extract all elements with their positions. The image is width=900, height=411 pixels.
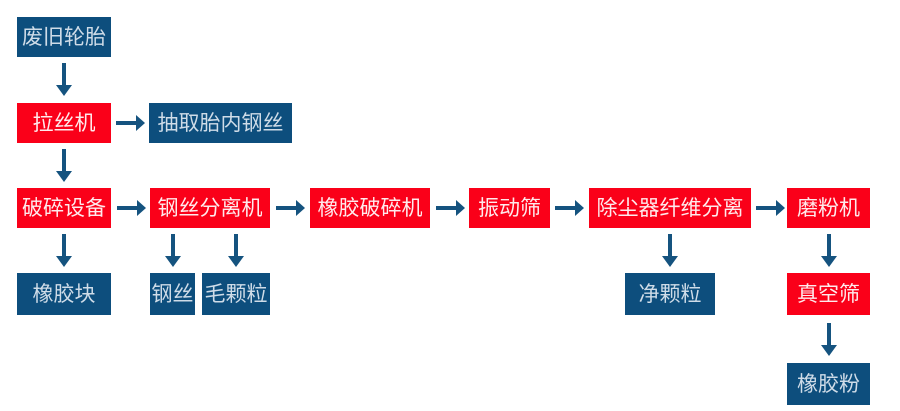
node-crusher: 破碎设备	[17, 188, 111, 228]
node-rubber-powder: 橡胶粉	[787, 363, 870, 405]
arrow-wire-separator-to-fluff-granule	[220, 233, 252, 269]
arrow-waste-tire-to-wire-drawing	[48, 62, 80, 98]
node-label: 橡胶破碎机	[317, 196, 423, 220]
node-grinding-mill: 磨粉机	[787, 188, 870, 228]
arrow-wire-drawing-to-crusher	[48, 148, 80, 184]
node-fluff-granule: 毛颗粒	[202, 273, 270, 315]
arrow-dust-fiber-sep-to-grinding-mill	[754, 193, 787, 223]
node-label: 橡胶块	[32, 282, 96, 306]
node-label: 毛颗粒	[204, 282, 268, 306]
node-label: 磨粉机	[797, 196, 860, 220]
node-dust-fiber-sep: 除尘器纤维分离	[589, 188, 751, 228]
node-clean-granule: 净颗粒	[625, 273, 715, 315]
node-label: 破碎设备	[22, 196, 106, 220]
node-label: 废旧轮胎	[22, 25, 106, 49]
node-rubber-crusher: 橡胶破碎机	[310, 188, 430, 228]
node-label: 抽取胎内钢丝	[157, 111, 284, 135]
arrow-wire-drawing-to-extract-bead-wire	[114, 108, 147, 138]
arrow-crusher-to-wire-separator	[115, 193, 148, 223]
node-extract-bead-wire: 抽取胎内钢丝	[149, 103, 292, 143]
arrow-vibrating-screen-to-dust-fiber-sep	[553, 193, 586, 223]
arrow-grinding-mill-to-vacuum-screen	[813, 233, 845, 269]
arrow-wire-separator-to-steel-wire	[157, 233, 189, 269]
node-label: 橡胶粉	[797, 372, 860, 396]
node-label: 振动筛	[478, 196, 541, 220]
node-wire-drawing: 拉丝机	[17, 103, 111, 143]
node-vibrating-screen: 振动筛	[469, 188, 550, 228]
arrow-rubber-crusher-to-vibrating-screen	[434, 193, 467, 223]
node-label: 净颗粒	[638, 282, 702, 306]
node-waste-tire: 废旧轮胎	[17, 17, 111, 57]
arrow-crusher-to-rubber-block	[48, 233, 80, 269]
arrow-dust-fiber-sep-to-clean-granule	[654, 233, 686, 269]
arrow-wire-separator-to-rubber-crusher	[274, 193, 307, 223]
node-steel-wire: 钢丝	[150, 273, 195, 315]
node-label: 拉丝机	[32, 111, 96, 135]
node-label: 钢丝分离机	[157, 196, 263, 220]
node-wire-separator: 钢丝分离机	[150, 188, 270, 228]
arrow-vacuum-screen-to-rubber-powder	[813, 322, 845, 358]
node-label: 真空筛	[797, 282, 860, 306]
node-label: 除尘器纤维分离	[596, 196, 744, 220]
node-vacuum-screen: 真空筛	[787, 273, 870, 315]
node-label: 钢丝	[151, 282, 194, 306]
node-rubber-block: 橡胶块	[17, 273, 111, 315]
